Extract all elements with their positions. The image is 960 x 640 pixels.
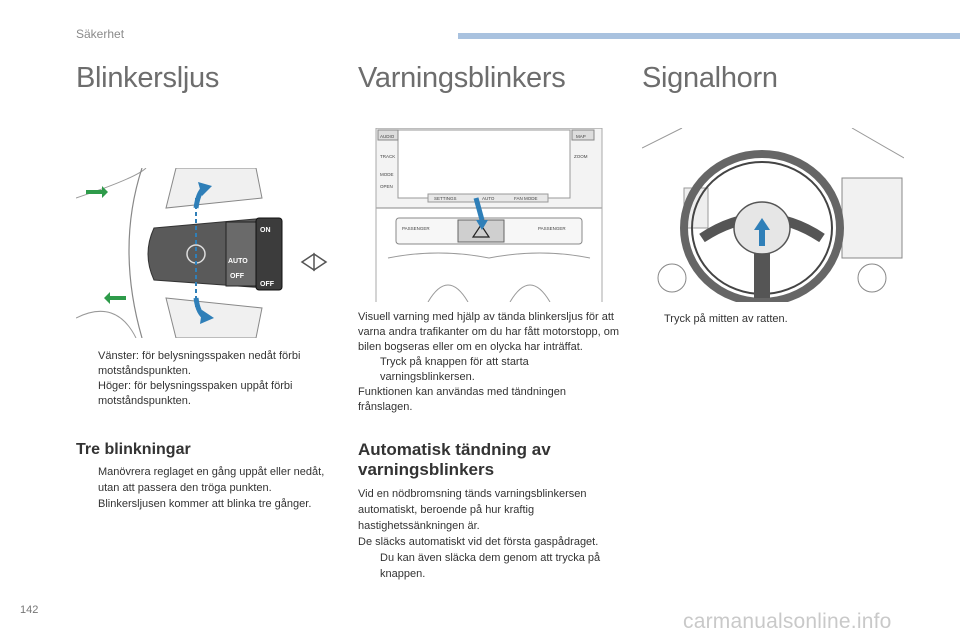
- list-item: Vänster: för belysningsspaken nedåt förb…: [98, 350, 301, 377]
- stalk-label-on: ON: [260, 227, 271, 234]
- label-fan-mode: FAN MODE: [514, 196, 538, 201]
- watermark: carmanualsonline.info: [683, 610, 892, 633]
- label-auto: AUTO: [482, 196, 495, 201]
- stalk-label-off: OFF: [230, 273, 245, 280]
- label-map: MAP: [576, 134, 586, 139]
- label-mode: MODE: [380, 172, 394, 177]
- subheading-automatisk-tandning: Automatisk tändning av varningsblinkers: [358, 440, 551, 479]
- subheading-tre-blinkningar: Tre blinkningar: [76, 441, 191, 458]
- signalhorn-text: Tryck på mitten av ratten.: [642, 312, 904, 327]
- list-item: Manövrera reglaget en gång uppåt eller n…: [98, 466, 325, 510]
- stalk-label-auto: AUTO: [228, 258, 248, 265]
- hazard-triangle-icon: [471, 223, 491, 238]
- automatisk-tandning-text: Vid en nödbromsning tänds varningsblinke…: [358, 486, 620, 582]
- stalk-illustration: ON AUTO OFF OFF: [76, 168, 338, 338]
- list-item: Tryck på mitten av ratten.: [664, 313, 788, 325]
- turn-left-indicator-icon: [104, 292, 126, 304]
- label-open: OPEN: [380, 184, 393, 189]
- section-bar: [458, 33, 960, 39]
- title-varningsblinkers: Varningsblinkers: [358, 62, 566, 94]
- label-audio: AUDIO: [380, 134, 395, 139]
- steering-wheel-illustration: [642, 128, 904, 302]
- turn-signals-icon: [300, 252, 328, 272]
- tre-blinkningar-text: Manövrera reglaget en gång uppåt eller n…: [76, 464, 338, 512]
- label-passenger-left: PASSENGER: [402, 226, 430, 231]
- label-settings: SETTINGS: [434, 196, 457, 201]
- paragraph: De släcks automatiskt vid det första gas…: [358, 536, 599, 548]
- stalk-label-off-2: OFF: [260, 281, 275, 288]
- turn-right-indicator-icon: [86, 186, 108, 198]
- hazard-button-illustration: AUDIO TRACK MODE OPEN MAP ZOOM SETTINGS …: [358, 128, 620, 302]
- varningsblinkers-text: Visuell varning med hjälp av tända blink…: [358, 310, 620, 415]
- blinkersljus-bullets: Vänster: för belysningsspaken nedåt förb…: [76, 349, 338, 409]
- list-item: Tryck på knappen för att starta varnings…: [380, 356, 529, 383]
- intro-text: Visuell varning med hjälp av tända blink…: [358, 311, 620, 353]
- paragraph: Vid en nödbromsning tänds varningsblinke…: [358, 488, 587, 532]
- label-track: TRACK: [380, 154, 395, 159]
- title-signalhorn: Signalhorn: [642, 62, 778, 94]
- list-item: Du kan även släcka dem genom att trycka …: [380, 552, 601, 580]
- list-item: Höger: för belysningsspaken uppåt förbi …: [98, 380, 293, 407]
- section-label: Säkerhet: [76, 27, 125, 41]
- label-zoom: ZOOM: [574, 154, 588, 159]
- title-blinkersljus: Blinkersljus: [76, 62, 220, 94]
- label-passenger-right: PASSENGER: [538, 226, 566, 231]
- page-number: 142: [20, 604, 39, 616]
- arrow-down-icon: [473, 197, 485, 221]
- note-text: Funktionen kan användas med tändningen f…: [358, 386, 566, 413]
